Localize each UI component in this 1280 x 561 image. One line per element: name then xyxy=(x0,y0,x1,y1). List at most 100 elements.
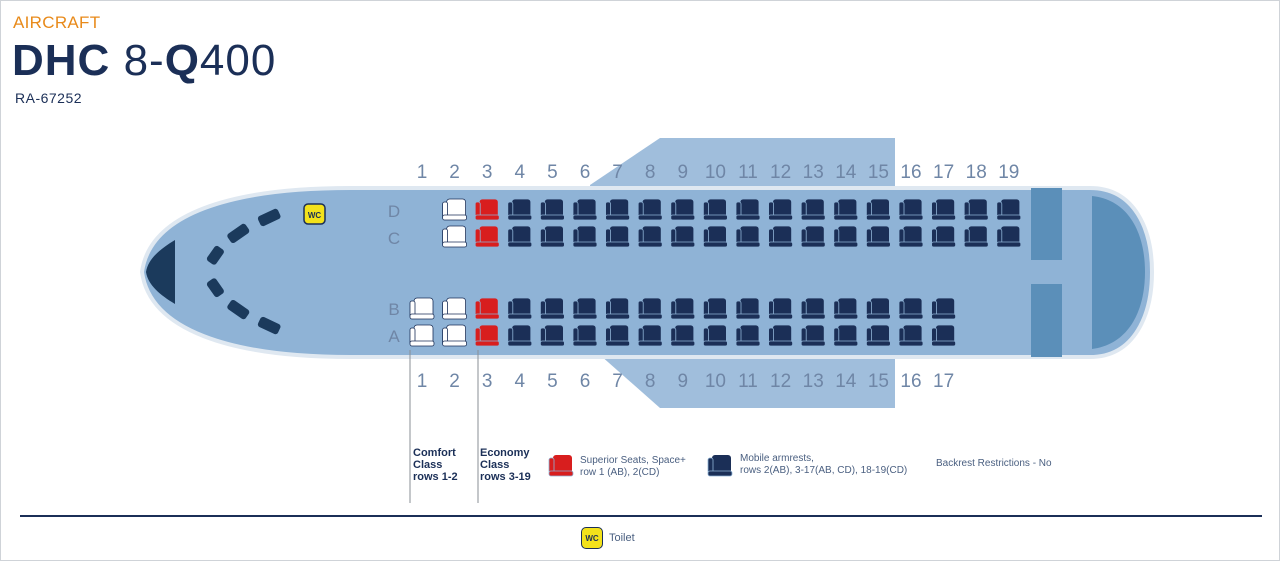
seat-12B[interactable] xyxy=(768,297,793,320)
superior-legend-line-2: row 1 (AB), 2(CD) xyxy=(580,467,660,478)
seat-letter-d: D xyxy=(388,202,400,221)
seat-16B[interactable] xyxy=(898,297,924,320)
seat-13C[interactable] xyxy=(800,225,826,248)
seat-2C[interactable] xyxy=(442,225,468,248)
top-row-number: 18 xyxy=(966,162,987,183)
seat-16A[interactable] xyxy=(898,324,924,347)
seat-7D[interactable] xyxy=(605,198,630,221)
seat-11A[interactable] xyxy=(735,324,761,347)
top-row-number: 13 xyxy=(803,162,824,183)
seat-12D[interactable] xyxy=(768,198,793,221)
top-row-number: 11 xyxy=(738,162,758,183)
seat-4D[interactable] xyxy=(507,198,533,221)
seat-7C[interactable] xyxy=(605,225,630,248)
seat-15B[interactable] xyxy=(866,297,891,320)
seat-6A[interactable] xyxy=(572,324,598,347)
seat-9C[interactable] xyxy=(670,225,696,248)
economy-class-legend: Economy Class rows 3-19 xyxy=(480,447,531,483)
seat-17B[interactable] xyxy=(931,297,956,320)
bottom-row-number: 8 xyxy=(645,371,656,392)
bottom-row-number: 16 xyxy=(900,371,921,392)
seat-10C[interactable] xyxy=(703,225,728,248)
top-row-number: 1 xyxy=(417,162,428,183)
seat-11D[interactable] xyxy=(735,198,761,221)
bottom-row-number: 2 xyxy=(449,371,460,392)
seat-3B[interactable] xyxy=(474,297,500,320)
seat-6B[interactable] xyxy=(572,297,598,320)
seat-5D[interactable] xyxy=(540,198,565,221)
seat-5B[interactable] xyxy=(540,297,565,320)
superior-seats-legend: Superior Seats, Space+ row 1 (AB), 2(CD) xyxy=(580,455,686,479)
seat-15A[interactable] xyxy=(866,324,891,347)
seat-5C[interactable] xyxy=(540,225,565,248)
seat-6C[interactable] xyxy=(572,225,598,248)
seat-9A[interactable] xyxy=(670,324,696,347)
seat-1B[interactable] xyxy=(409,297,435,320)
bottom-row-number: 10 xyxy=(705,371,726,392)
seat-17A[interactable] xyxy=(931,324,956,347)
seat-13B[interactable] xyxy=(800,297,826,320)
rear-cabin xyxy=(1092,196,1145,349)
seat-14D[interactable] xyxy=(833,198,859,221)
seat-10D[interactable] xyxy=(703,198,728,221)
seat-3A[interactable] xyxy=(474,324,500,347)
bottom-row-number: 17 xyxy=(933,371,954,392)
mobile-armrest-swatch xyxy=(707,455,733,477)
seat-4A[interactable] xyxy=(507,324,533,347)
seat-19C[interactable] xyxy=(996,225,1022,248)
seat-7A[interactable] xyxy=(605,324,630,347)
seat-8B[interactable] xyxy=(637,297,663,320)
economy-legend-line-2: Class xyxy=(480,459,510,471)
seat-16C[interactable] xyxy=(898,225,924,248)
economy-legend-line-3: rows 3-19 xyxy=(480,471,531,483)
seat-11C[interactable] xyxy=(735,225,761,248)
seat-16D[interactable] xyxy=(898,198,924,221)
seat-letter-b: B xyxy=(388,300,399,319)
seat-18D[interactable] xyxy=(963,198,989,221)
seat-4B[interactable] xyxy=(507,297,533,320)
top-row-number: 6 xyxy=(580,162,591,183)
bottom-row-number: 5 xyxy=(547,371,558,392)
seat-10A[interactable] xyxy=(703,324,728,347)
seat-4C[interactable] xyxy=(507,225,533,248)
seat-12C[interactable] xyxy=(768,225,793,248)
seat-8D[interactable] xyxy=(637,198,663,221)
seat-5A[interactable] xyxy=(540,324,565,347)
seat-13A[interactable] xyxy=(800,324,826,347)
seat-8C[interactable] xyxy=(637,225,663,248)
toilet-legend-label: Toilet xyxy=(609,532,635,544)
seat-3D[interactable] xyxy=(474,198,500,221)
seat-6D[interactable] xyxy=(572,198,598,221)
comfort-legend-line-3: rows 1-2 xyxy=(413,471,458,483)
seat-11B[interactable] xyxy=(735,297,761,320)
seat-12A[interactable] xyxy=(768,324,793,347)
seat-10B[interactable] xyxy=(703,297,728,320)
seat-15D[interactable] xyxy=(866,198,891,221)
seat-9B[interactable] xyxy=(670,297,696,320)
rear-galley-top xyxy=(1031,188,1062,260)
seat-18C[interactable] xyxy=(963,225,989,248)
seat-3C[interactable] xyxy=(474,225,500,248)
seat-14B[interactable] xyxy=(833,297,859,320)
seat-9D[interactable] xyxy=(670,198,696,221)
seat-2B[interactable] xyxy=(442,297,468,320)
comfort-legend-line-1: Comfort xyxy=(413,447,456,459)
seat-13D[interactable] xyxy=(800,198,826,221)
top-row-number: 7 xyxy=(612,162,623,183)
seat-letter-a: A xyxy=(388,327,400,346)
seat-17D[interactable] xyxy=(931,198,956,221)
seat-14A[interactable] xyxy=(833,324,859,347)
seat-2D[interactable] xyxy=(442,198,468,221)
seat-8A[interactable] xyxy=(637,324,663,347)
top-row-number: 16 xyxy=(900,162,921,183)
seat-14C[interactable] xyxy=(833,225,859,248)
seat-15C[interactable] xyxy=(866,225,891,248)
seat-17C[interactable] xyxy=(931,225,956,248)
top-row-number: 2 xyxy=(449,162,460,183)
seat-19D[interactable] xyxy=(996,198,1022,221)
seat-7B[interactable] xyxy=(605,297,630,320)
top-row-number: 3 xyxy=(482,162,493,183)
seat-2A[interactable] xyxy=(442,324,468,347)
seat-1A[interactable] xyxy=(409,324,435,347)
